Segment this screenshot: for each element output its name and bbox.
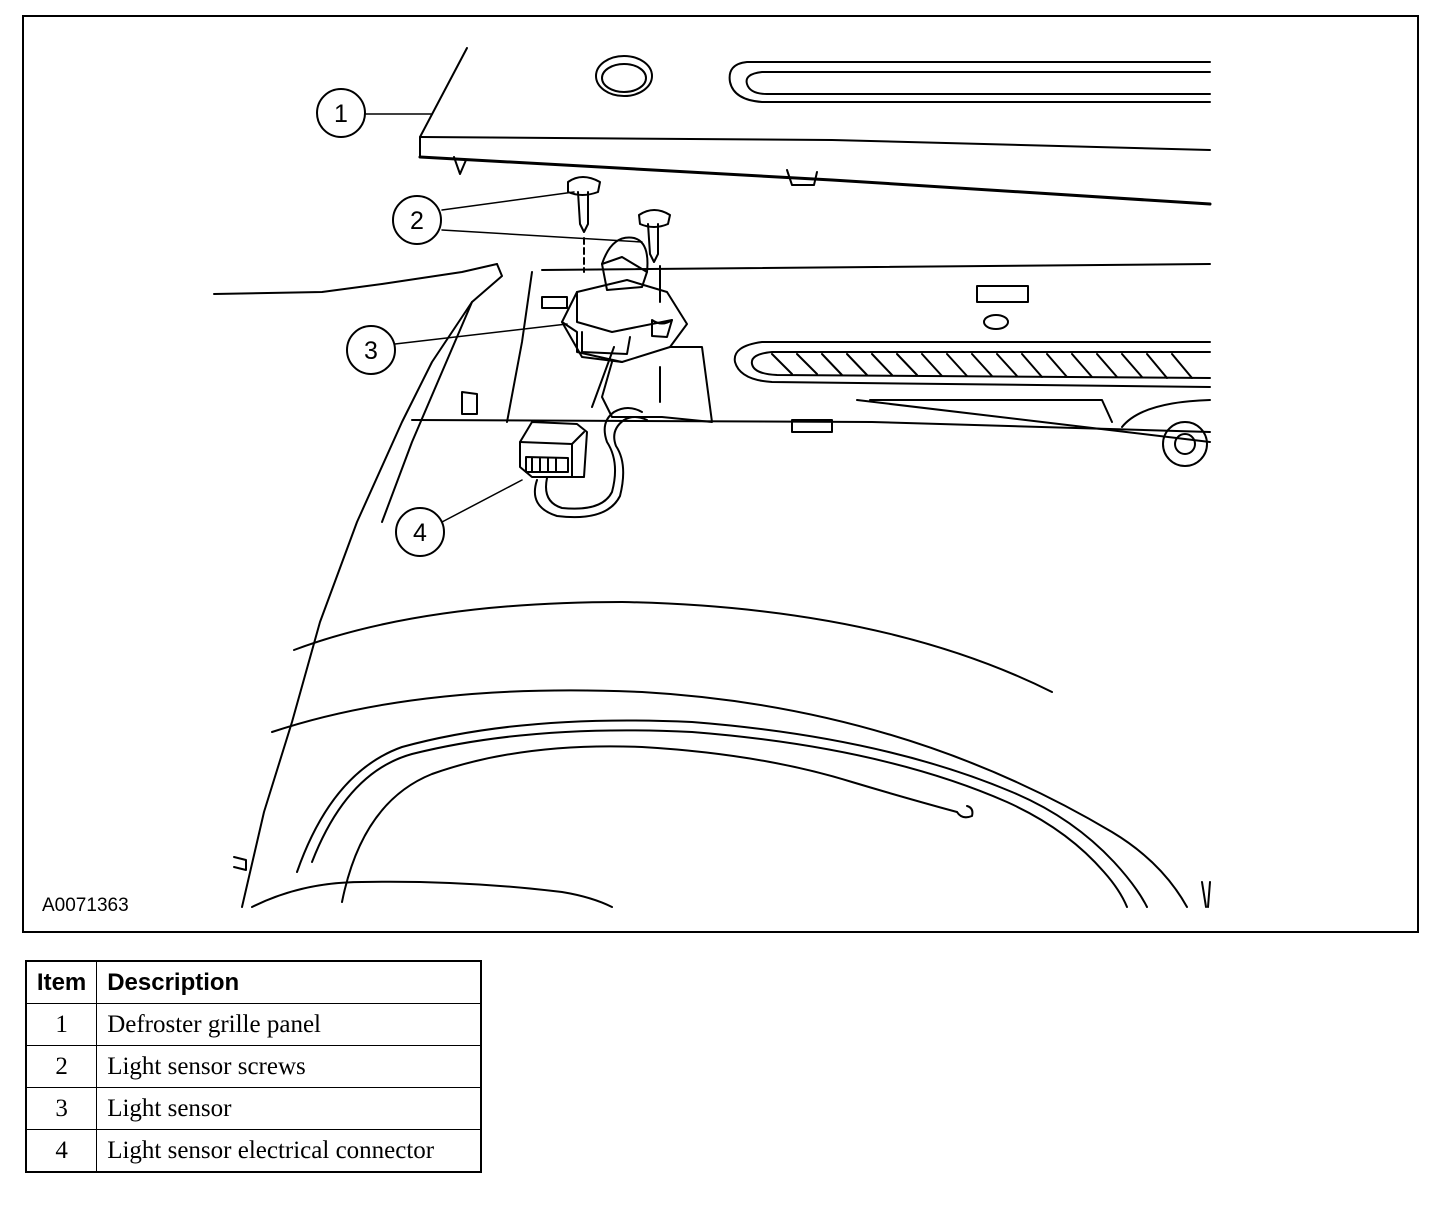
screws-drawing [567,176,671,403]
header-item: Item [25,960,98,1004]
row-item: 3 [25,1087,98,1130]
diagram-figure: 1 2 3 4 A0071363 [22,15,1419,933]
callout-3: 3 [346,325,396,375]
row-item: 2 [25,1045,98,1088]
callout-4-label: 4 [413,519,427,547]
leader-lines [365,113,643,523]
callout-3-label: 3 [364,337,378,365]
light-sensor-drawing [561,236,713,423]
legend-table: Item Description 1 Defroster grille pane… [25,960,482,1173]
line-drawing: 1 2 3 4 [213,47,1212,908]
callout-2: 2 [392,195,442,245]
table-row: 4 Light sensor electrical connector [25,1129,482,1173]
defroster-vent-drawing [733,341,1211,467]
callout-2-label: 2 [410,207,424,235]
defroster-grille-panel-drawing [418,47,1212,206]
row-item: 1 [25,1003,98,1046]
legend-header-row: Item Description [25,960,482,1004]
header-description: Description [96,960,482,1004]
row-item: 4 [25,1129,98,1173]
row-description: Light sensor [96,1087,482,1130]
table-row: 3 Light sensor [25,1087,482,1130]
row-description: Light sensor screws [96,1045,482,1088]
callouts: 1 2 3 4 [316,88,445,557]
callout-1-label: 1 [334,100,348,128]
callout-4: 4 [395,507,445,557]
callout-1: 1 [316,88,366,138]
row-description: Defroster grille panel [96,1003,482,1046]
figure-id-label: A0071363 [42,895,129,916]
table-row: 2 Light sensor screws [25,1045,482,1088]
row-description: Light sensor electrical connector [96,1129,482,1173]
fender-arch-drawing [233,601,1211,908]
connector-drawing [519,407,648,519]
table-row: 1 Defroster grille panel [25,1003,482,1046]
